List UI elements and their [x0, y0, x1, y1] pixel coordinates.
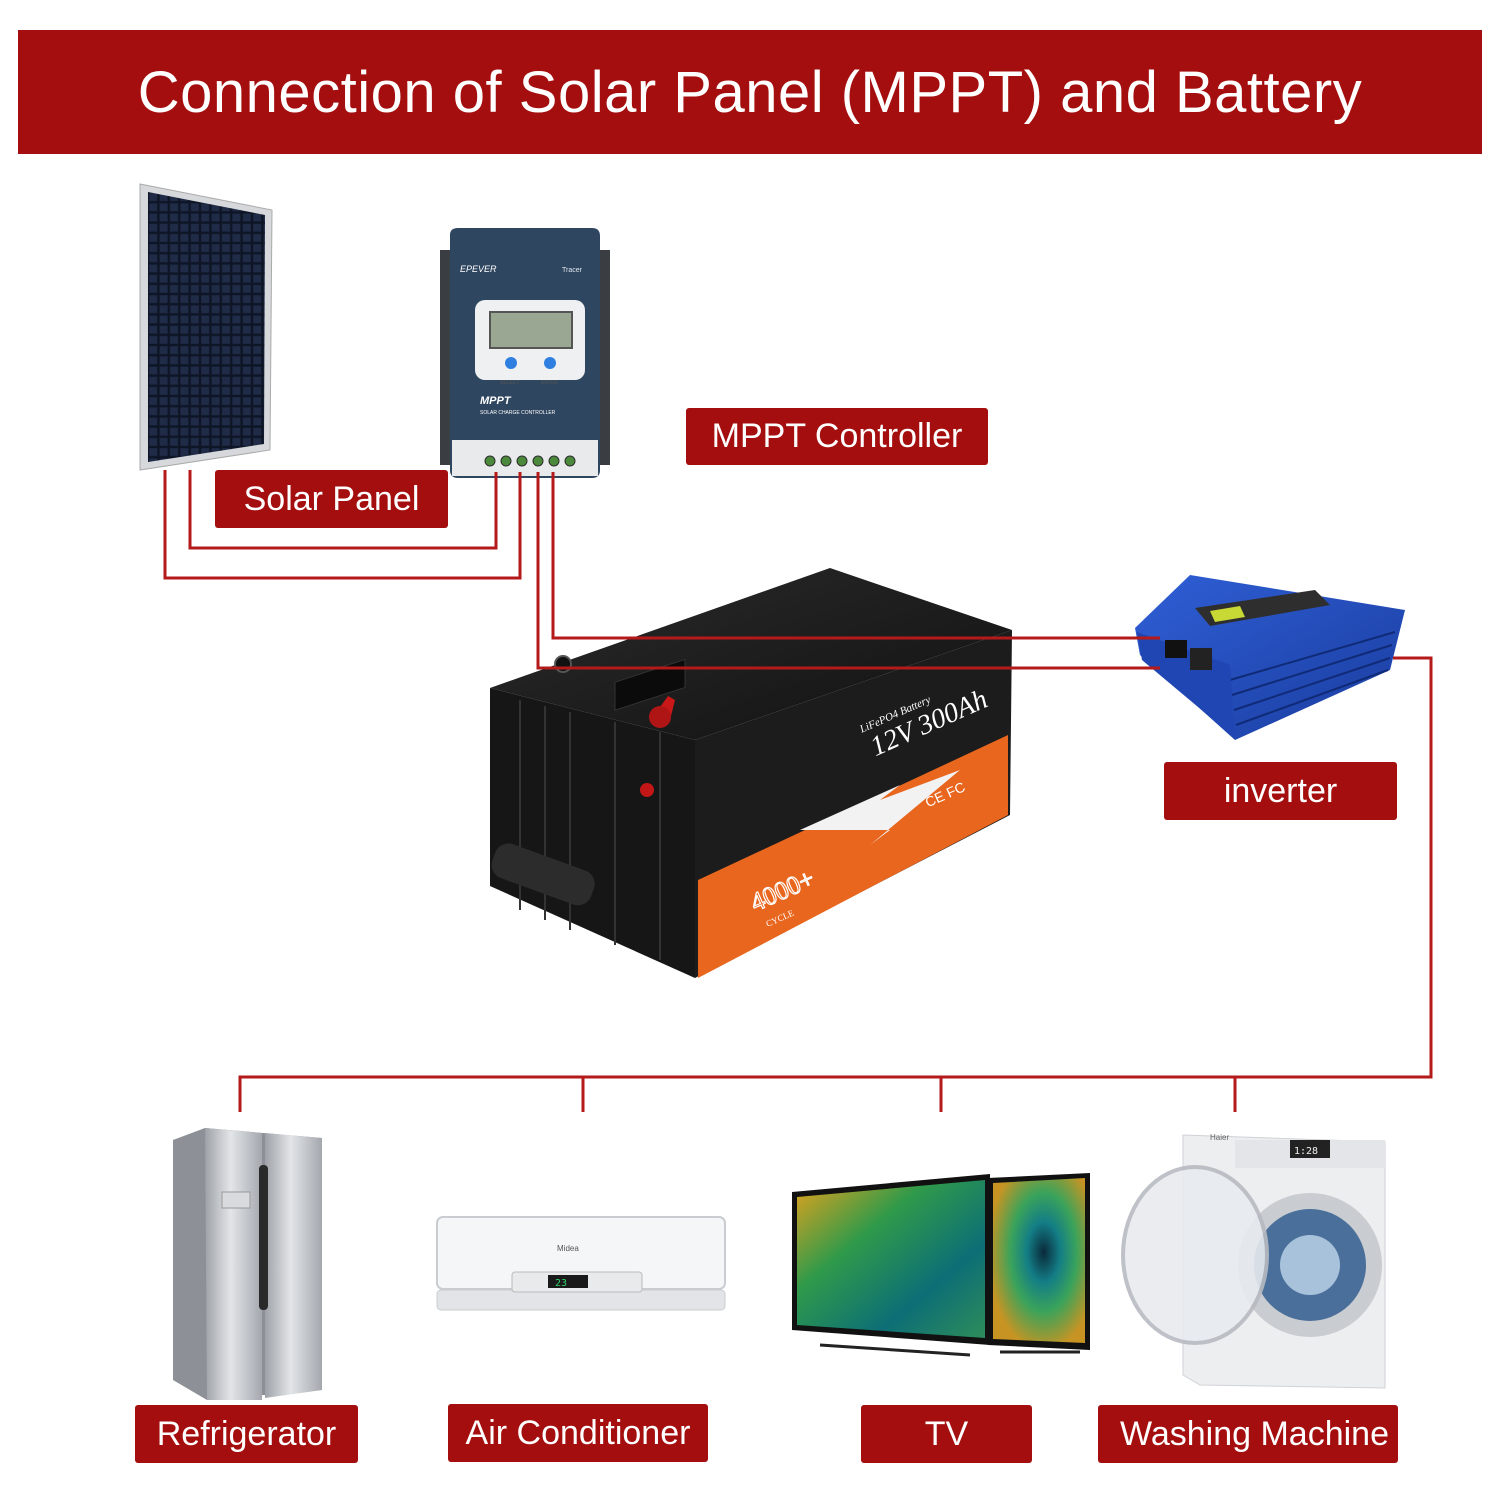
- wire-panel-positive: [188, 470, 498, 550]
- solar-panel: [139, 183, 273, 471]
- controller-model: Tracer: [562, 267, 583, 274]
- battery: LiFePO4 Battery 12V 300Ah 4000+ CYCLE CE…: [490, 568, 1012, 978]
- mppt-controller: EPEVER Tracer SELECT ENTER MPPT SOLAR CH…: [440, 228, 610, 478]
- wiring: [163, 470, 1433, 1112]
- wire-panel-negative: [163, 470, 522, 580]
- inverter-device: [1135, 575, 1405, 740]
- ac-brand: Midea: [557, 1244, 579, 1253]
- controller-btn-left: SELECT: [500, 380, 519, 386]
- washer-display: 1:28: [1294, 1146, 1318, 1157]
- air-conditioner-device: 23 Midea: [436, 1216, 726, 1311]
- refrigerator-device: [173, 1128, 322, 1400]
- controller-line1: MPPT: [480, 395, 512, 407]
- washing-machine-device: 1:28 Haier: [1121, 1133, 1386, 1389]
- title-banner: Connection of Solar Panel (MPPT) and Bat…: [18, 30, 1482, 154]
- wire-controller-battery-a: [536, 472, 1160, 670]
- wire-controller-battery-b: [551, 472, 1160, 640]
- controller-brand: EPEVER: [460, 264, 497, 274]
- battery-made: MADE IN CHINA: [785, 940, 836, 968]
- label-air-conditioner: Air Conditioner: [448, 1404, 708, 1462]
- controller-line2: SOLAR CHARGE CONTROLLER: [480, 410, 556, 416]
- controller-btn-right: ENTER: [541, 380, 558, 386]
- label-mppt-controller: MPPT Controller: [686, 408, 988, 465]
- label-refrigerator: Refrigerator: [135, 1405, 358, 1463]
- washer-brand: Haier: [1210, 1133, 1229, 1142]
- page-title: Connection of Solar Panel (MPPT) and Bat…: [137, 59, 1363, 125]
- label-washing-machine: Washing Machine: [1098, 1405, 1398, 1463]
- label-inverter: inverter: [1164, 762, 1397, 820]
- label-solar-panel: Solar Panel: [215, 470, 448, 528]
- tv-device: [792, 1173, 1090, 1357]
- ac-display: 23: [555, 1278, 567, 1289]
- label-tv: TV: [861, 1405, 1032, 1463]
- wire-inverter-output: [238, 656, 1433, 1112]
